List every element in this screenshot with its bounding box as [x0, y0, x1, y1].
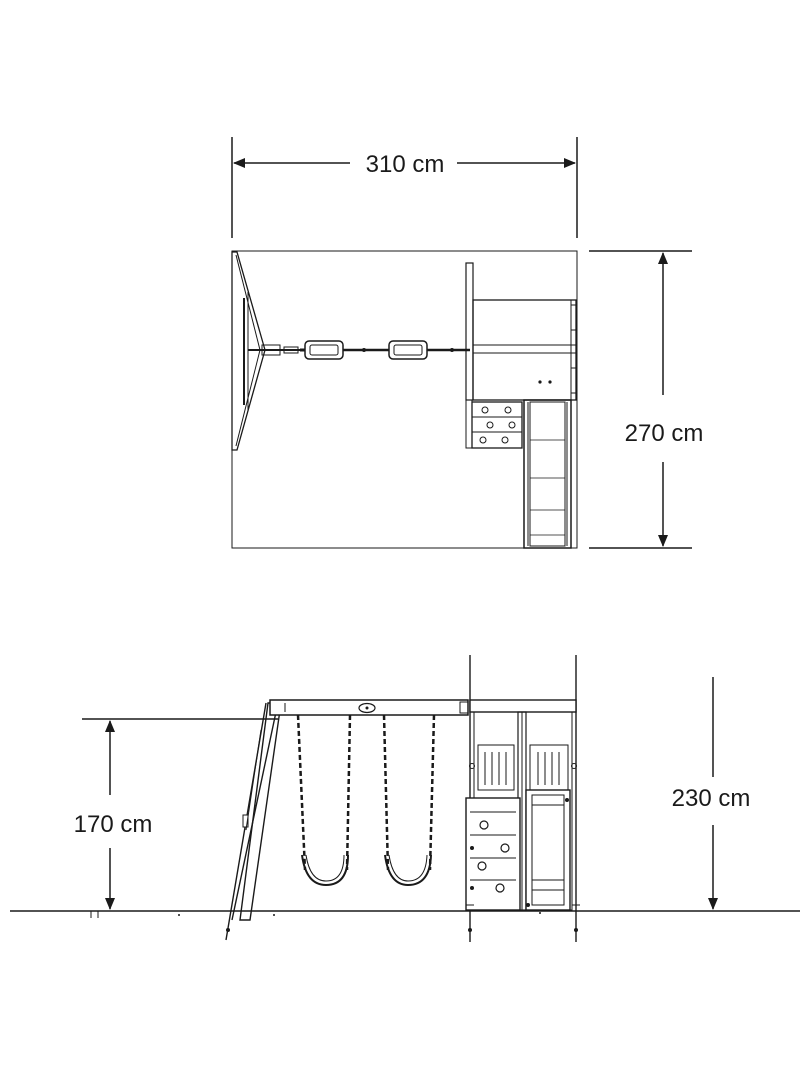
slide-top [523, 399, 572, 549]
swing-height-label: 170 cm [74, 811, 153, 838]
swing-seat-1 [304, 340, 344, 360]
swing-1-side [296, 714, 352, 887]
tower-top [465, 262, 578, 401]
climbing-wall-top [465, 399, 523, 449]
swing-height-dimension: 170 cm [74, 718, 278, 910]
depth-dimension: 270 cm [589, 250, 704, 549]
a-frame-side [225, 702, 285, 941]
swing-seat-2 [388, 340, 428, 360]
swing-beam-side [269, 699, 469, 716]
depth-label: 270 cm [625, 420, 704, 447]
tower-height-dimension: 230 cm [672, 677, 751, 910]
tower-side [465, 655, 580, 942]
width-label: 310 cm [366, 151, 445, 178]
tower-height-label: 230 cm [672, 785, 751, 812]
top-view: 310 cm 270 cm [231, 137, 704, 549]
swing-2-side [382, 714, 436, 887]
width-dimension: 310 cm [231, 137, 578, 238]
side-view: 170 cm 230 cm [10, 655, 800, 942]
swing-beam-top [248, 340, 470, 360]
